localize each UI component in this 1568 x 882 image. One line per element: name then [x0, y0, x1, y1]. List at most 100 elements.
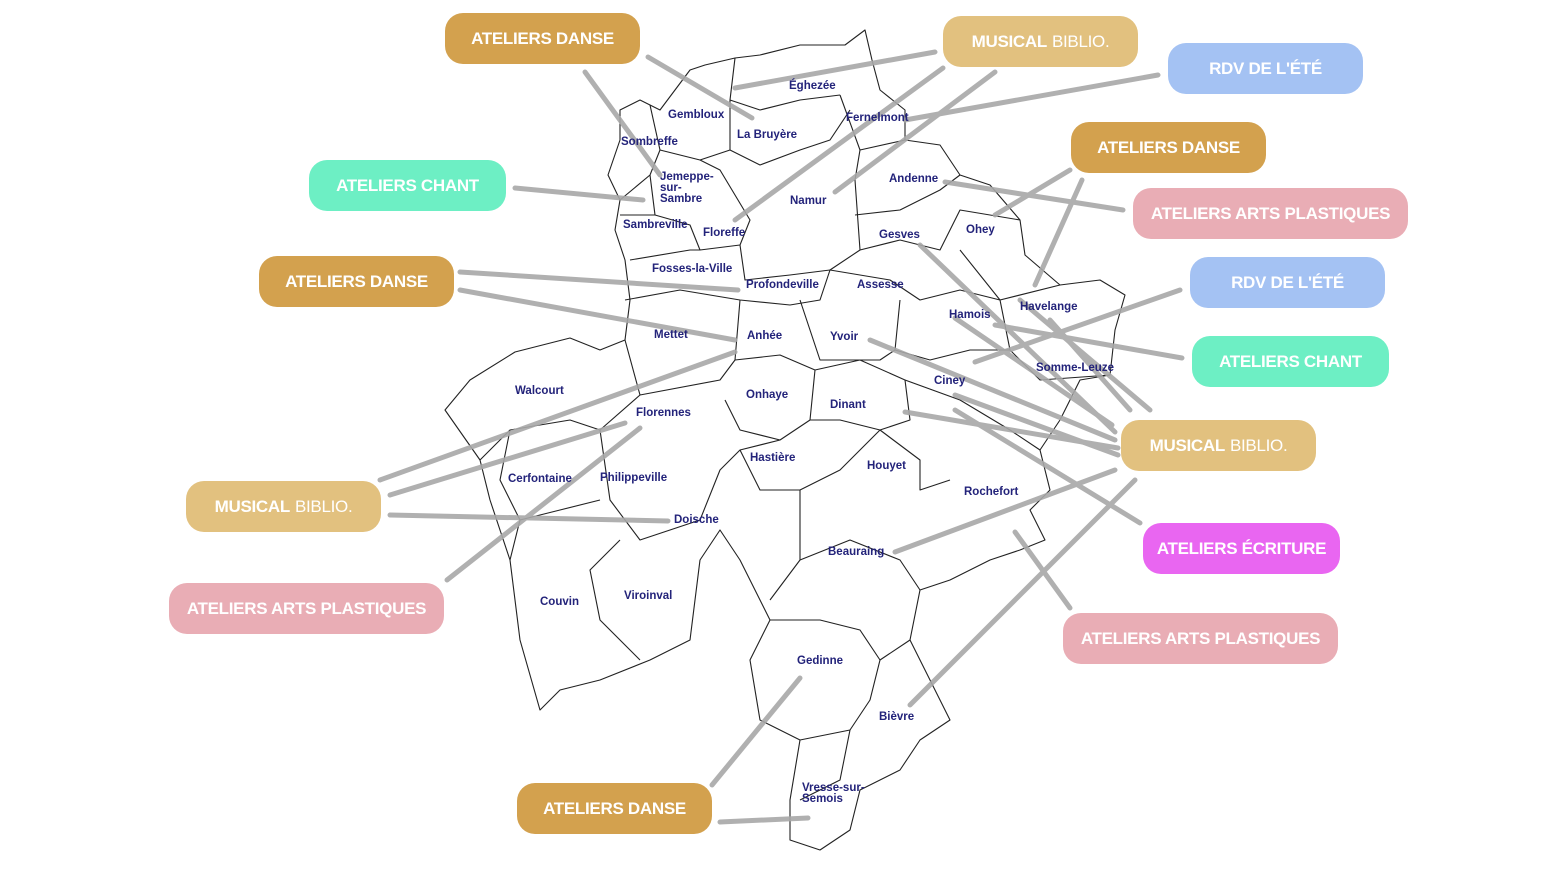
connector-line: [952, 407, 1143, 526]
connector-line: [717, 815, 811, 825]
label-text: ATELIERS DANSE: [285, 271, 428, 291]
connector-line: [387, 420, 628, 498]
municipality-border: [624, 299, 741, 396]
municipality-border: [649, 104, 851, 166]
municipality-border: [629, 249, 700, 261]
arts-label-button[interactable]: ATELIERS ARTS PLASTIQUES: [1133, 188, 1408, 239]
connector-line: [512, 185, 646, 203]
label-text: RDV DE L'ÉTÉ: [1231, 272, 1344, 292]
town-label: Rochefort: [964, 486, 1019, 498]
town-label: Namur: [790, 195, 827, 207]
municipality-border: [770, 619, 881, 741]
connector-line: [867, 337, 1118, 443]
connector-line: [387, 512, 671, 524]
label-text: MUSICAL: [971, 31, 1048, 51]
town-label: Éghezée: [789, 80, 836, 92]
town-label: Hamois: [949, 309, 991, 321]
town-label: La Bruyère: [737, 129, 798, 141]
town-label: Ciney: [934, 375, 966, 387]
connector-line: [1017, 297, 1153, 413]
label-text: MUSICAL: [214, 496, 291, 516]
arts-label-button[interactable]: ATELIERS ARTS PLASTIQUES: [1063, 613, 1338, 664]
town-label: Walcourt: [515, 385, 564, 397]
connector-line: [709, 675, 803, 788]
town-label: Viroinval: [624, 590, 673, 602]
connector-line: [942, 179, 1126, 213]
label-text: ATELIERS DANSE: [1097, 137, 1240, 157]
danse-label-button[interactable]: ATELIERS DANSE: [445, 13, 640, 64]
town-label: Hastière: [750, 452, 796, 464]
municipality-border: [799, 299, 896, 361]
danse-label-button[interactable]: ATELIERS DANSE: [1071, 122, 1266, 173]
town-label: Yvoir: [830, 331, 859, 343]
ecriture-label-button[interactable]: ATELIERS ÉCRITURE: [1143, 523, 1340, 574]
town-label: Fernelmont: [846, 112, 909, 124]
label-text: ATELIERS ARTS PLASTIQUES: [1150, 203, 1391, 223]
town-label: Beauraing: [828, 546, 885, 558]
town-label: Philippeville: [600, 472, 668, 484]
town-label: Ohey: [966, 224, 995, 236]
connector-line: [917, 242, 1118, 435]
connector-line: [377, 349, 738, 483]
province-outline: [444, 29, 1126, 851]
danse-label-button[interactable]: ATELIERS DANSE: [517, 783, 712, 834]
connector-line: [902, 72, 1161, 123]
municipality-border: [589, 539, 641, 661]
connector-line: [992, 167, 1073, 218]
municipality-border: [729, 57, 841, 111]
municipality-border: [619, 149, 661, 201]
connector-line: [732, 65, 946, 223]
town-label: Anhée: [747, 330, 783, 342]
town-label: Somme-Leuze: [1036, 362, 1114, 374]
town-label: Doische: [674, 514, 719, 526]
town-label: Sombreffe: [621, 136, 678, 148]
connector-line: [892, 467, 1118, 555]
connector-line: [457, 287, 738, 343]
municipality-border: [649, 159, 751, 251]
connector-line: [582, 69, 663, 178]
town-label: Profondeville: [746, 279, 819, 291]
connector-line: [645, 54, 755, 121]
municipality-border: [810, 359, 911, 431]
town-label: Floreffe: [703, 227, 746, 239]
town-label: Andenne: [889, 173, 939, 185]
town-label: Gesves: [879, 229, 920, 241]
connector-line: [992, 322, 1185, 361]
rdv-label-button[interactable]: RDV DE L'ÉTÉ: [1190, 257, 1385, 308]
connector-line: [972, 287, 1183, 365]
town-label: Cerfontaine: [508, 473, 572, 485]
rdv-label-button[interactable]: RDV DE L'ÉTÉ: [1168, 43, 1363, 94]
connector-line: [1032, 177, 1085, 288]
municipality-border: [894, 299, 1010, 361]
label-text: ATELIERS ÉCRITURE: [1156, 538, 1327, 558]
label-text: ATELIERS CHANT: [1219, 351, 1362, 371]
label-subtext: BIBLIO.: [294, 496, 353, 516]
label-text: ATELIERS ARTS PLASTIQUES: [186, 598, 427, 618]
connector-line: [457, 269, 741, 293]
town-label: Bièvre: [879, 711, 915, 723]
town-label: Assesse: [857, 279, 904, 291]
connector-line: [732, 49, 938, 91]
municipality-border: [769, 490, 801, 601]
municipality-border: [904, 379, 1041, 451]
chant-label-button[interactable]: ATELIERS CHANT: [1192, 336, 1389, 387]
town-label: Gembloux: [668, 109, 725, 121]
town-label: Couvin: [540, 596, 579, 608]
town-label: Mettet: [654, 329, 688, 341]
danse-label-button[interactable]: ATELIERS DANSE: [259, 256, 454, 307]
town-label: Jemeppe- sur- Sambre: [660, 171, 714, 205]
town-label: Sambreville: [623, 219, 688, 231]
label-text: ATELIERS ARTS PLASTIQUES: [1080, 628, 1321, 648]
municipality-border: [879, 639, 911, 661]
label-subtext: BIBLIO.: [1051, 31, 1110, 51]
town-label: Florennes: [636, 407, 691, 419]
town-label: Dinant: [830, 399, 866, 411]
chant-label-button[interactable]: ATELIERS CHANT: [309, 160, 506, 211]
arts-label-button[interactable]: ATELIERS ARTS PLASTIQUES: [169, 583, 444, 634]
label-text: MUSICAL: [1149, 435, 1226, 455]
label-subtext: BIBLIO.: [1229, 435, 1288, 455]
